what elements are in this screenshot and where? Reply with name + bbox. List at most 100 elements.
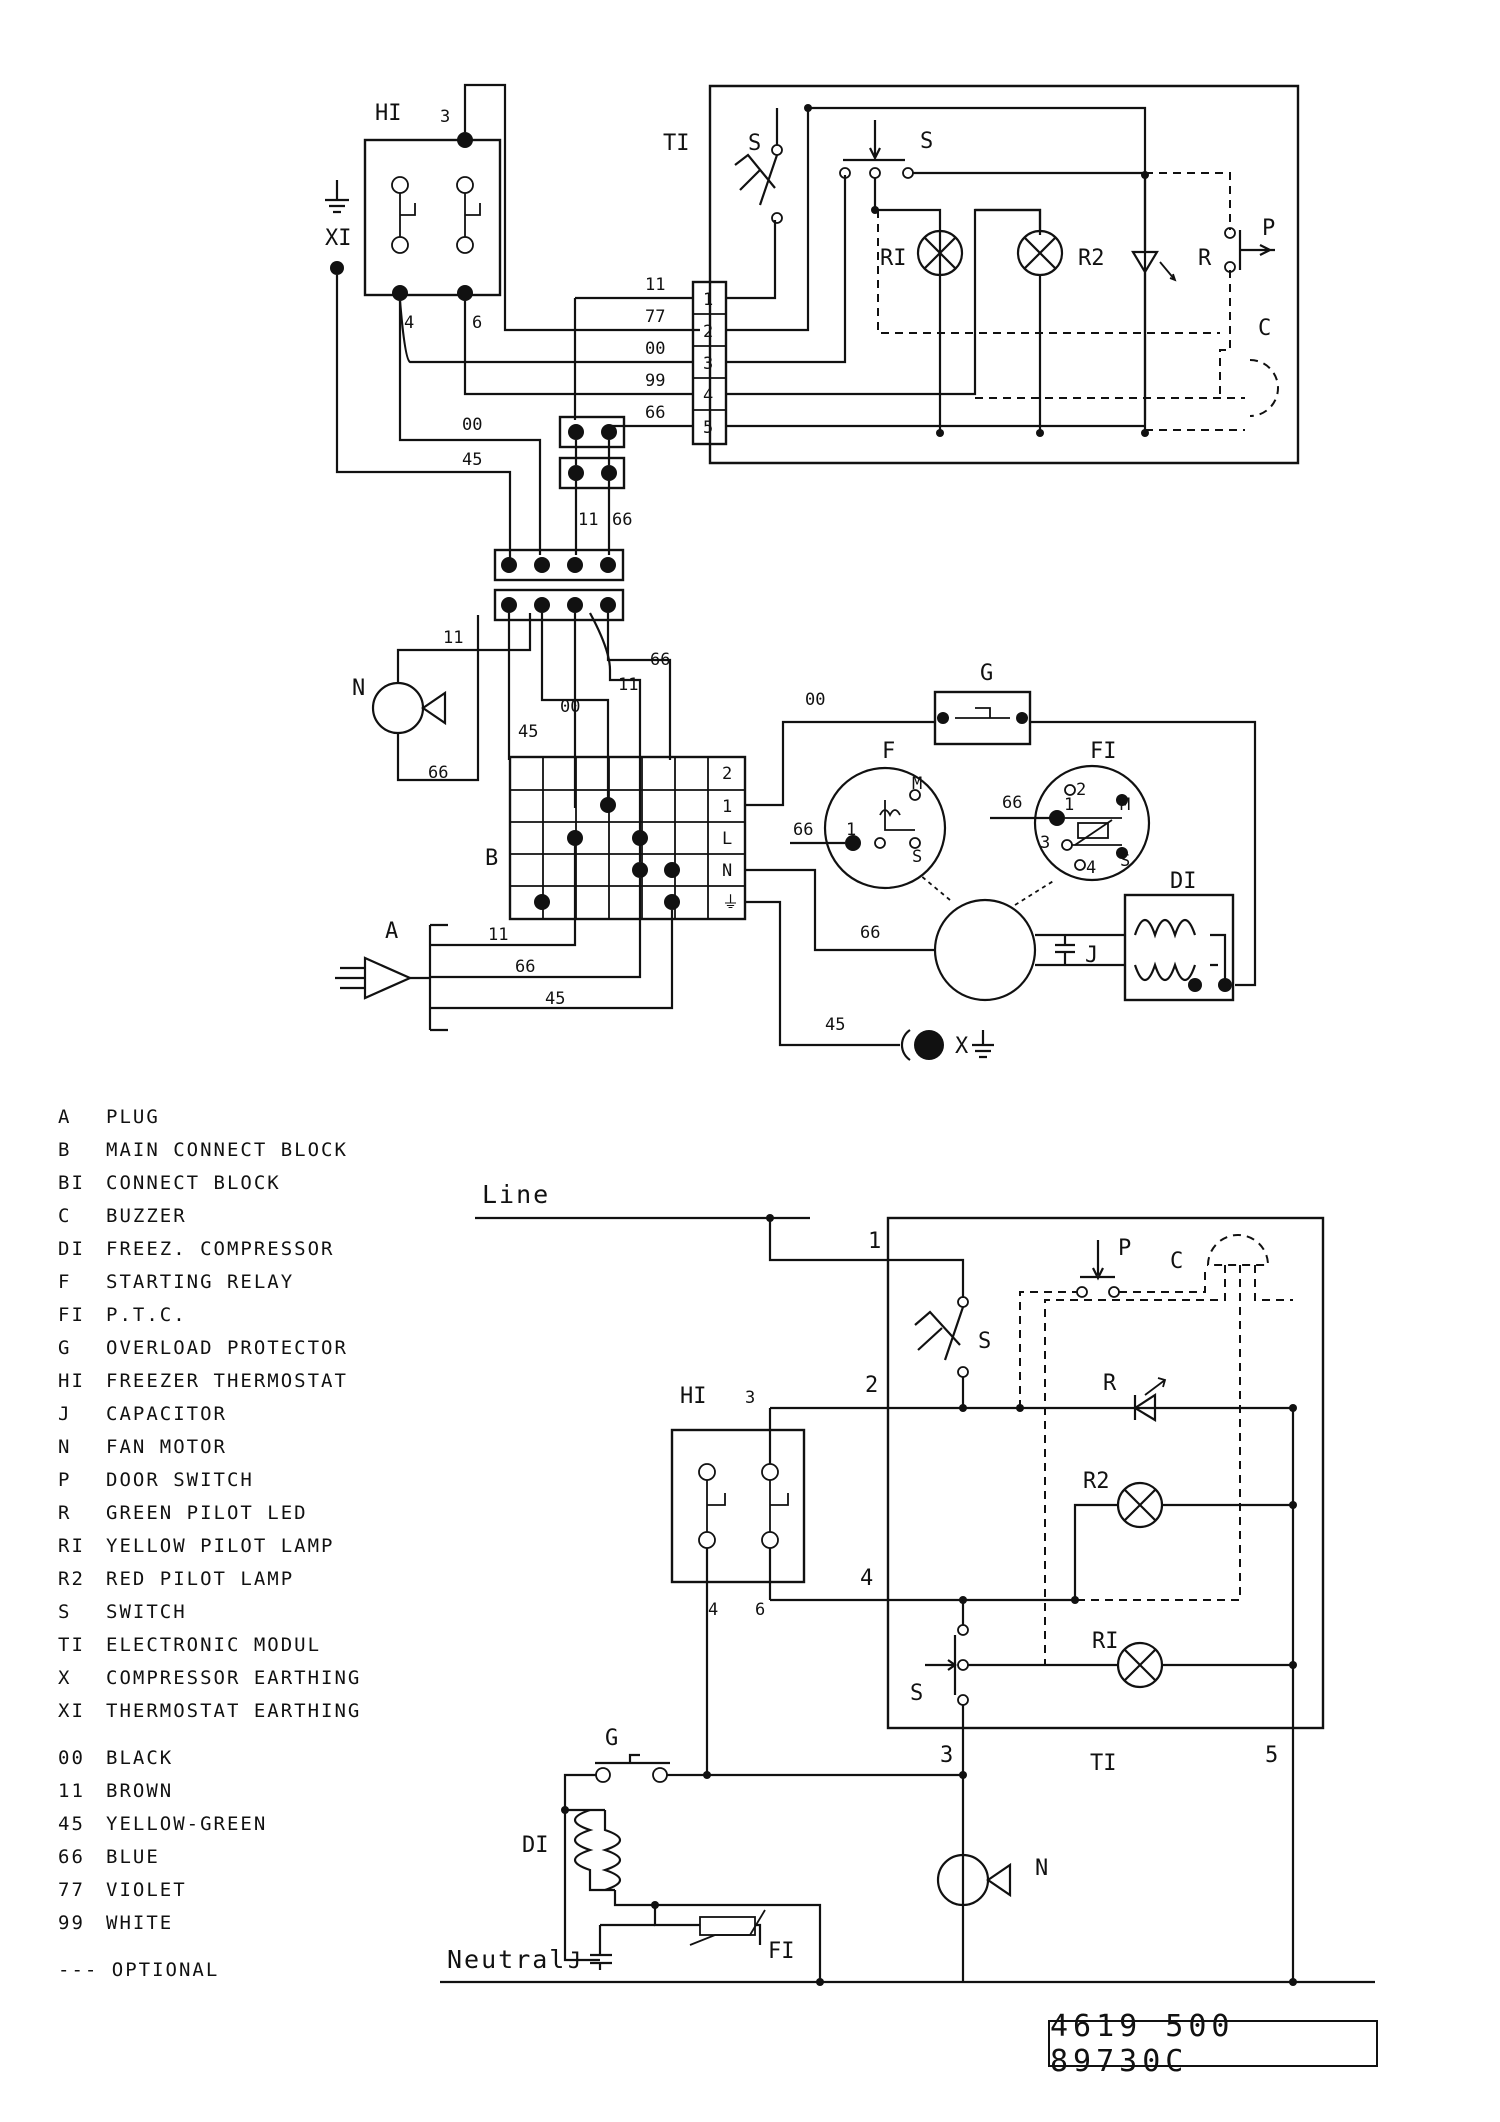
yellow-pilot-lamp-r1: RI [880,229,964,437]
t1-terminal-strip: 1 2 3 4 5 [693,290,726,438]
overload-protector-g-schematic: G [563,1726,680,1962]
svg-text:C: C [1170,1249,1183,1274]
legend-name: COMPRESSOR EARTHING [106,1666,362,1689]
legend-code: XI [58,1699,85,1722]
svg-text:99: 99 [645,371,665,391]
svg-text:00: 00 [805,690,825,710]
svg-text:11: 11 [645,275,665,295]
legend-name: YELLOW PILOT LAMP [106,1534,335,1557]
legend-name: FREEZER THERMOSTAT [106,1369,348,1392]
svg-text:1: 1 [722,797,732,817]
svg-text:S: S [978,1329,991,1354]
svg-text:45: 45 [825,1015,845,1035]
legend-name: GREEN PILOT LED [106,1501,308,1524]
svg-text:4: 4 [404,313,414,333]
svg-text:R2: R2 [1083,1469,1110,1494]
switch-s: S [734,104,812,224]
legend-code: A [58,1105,72,1128]
legend-code: B [58,1138,72,1161]
svg-text:45: 45 [518,722,538,742]
svg-text:R2: R2 [1078,246,1105,271]
freezer-thermostat-h1: HI 3 4 6 [363,83,700,333]
legend-code: P [58,1468,72,1491]
legend-code: R [58,1501,72,1524]
svg-text:G: G [605,1726,618,1751]
color-code: 11 [58,1779,85,1802]
legend-row: R GREEN PILOT LED [58,1496,388,1529]
svg-text:66: 66 [793,820,813,840]
svg-text:M: M [912,774,922,794]
svg-text:L: L [722,829,732,849]
svg-text:3: 3 [745,1388,755,1408]
color-name: BLACK [106,1746,174,1769]
svg-text:RI: RI [1092,1629,1119,1654]
starting-relay-f: F 1 M S 66 [790,739,947,890]
svg-text:G: G [980,661,993,686]
svg-text:1: 1 [868,1229,881,1254]
legend-name: STARTING RELAY [106,1270,295,1293]
legend-code: C [58,1204,72,1227]
svg-text:2: 2 [703,322,713,342]
svg-text:00: 00 [560,697,580,717]
capacitor-j-schematic: J [568,1923,655,1974]
svg-text:6: 6 [755,1600,765,1620]
legend-code: RI [58,1534,85,1557]
svg-text:11: 11 [618,675,638,695]
svg-text:P: P [1118,1236,1131,1261]
svg-text:X: X [955,1034,969,1059]
legend-name: MAIN CONNECT BLOCK [106,1138,348,1161]
legend-code: X [58,1666,72,1689]
svg-text:DI: DI [522,1833,549,1858]
svg-text:66: 66 [650,650,670,670]
legend-code: BI [58,1171,85,1194]
svg-text:3: 3 [703,354,713,374]
legend-name: FAN MOTOR [106,1435,227,1458]
green-pilot-led-r: R [1131,171,1212,437]
legend-name: P.T.C. [106,1303,187,1326]
buzzer-c-schematic: C [1044,1234,1293,1665]
color-code: 77 [58,1878,85,1901]
svg-text:6: 6 [472,313,482,333]
electronic-module-t1: TI 1 2 3 4 5 11 77 00 99 66 [398,84,1300,465]
plug-a: A 11 66 45 [335,846,674,1032]
legend-code: N [58,1435,72,1458]
svg-text:S: S [1120,851,1130,871]
svg-text:J: J [1085,943,1098,968]
color-code: 66 [58,1845,85,1868]
svg-text:C: C [1258,316,1271,341]
svg-text:45: 45 [462,450,482,470]
svg-text:00: 00 [645,339,665,359]
svg-text:S: S [912,847,922,867]
legend-code: FI [58,1303,85,1326]
legend-code: J [58,1402,72,1425]
legend-code: G [58,1336,72,1359]
svg-text:5: 5 [703,418,713,438]
selector-switch-s: S [839,120,1145,430]
svg-text:DI: DI [1170,869,1197,894]
svg-text:XI: XI [325,226,352,251]
fan-motor-n: N 11 66 [352,613,532,783]
svg-text:11: 11 [443,628,463,648]
svg-text:J: J [568,1949,581,1974]
svg-text:N: N [722,861,732,881]
svg-text:77: 77 [645,307,665,327]
document-number: 4619 500 89730C [1048,2009,1378,2079]
svg-text:N: N [352,676,365,701]
svg-text:2: 2 [865,1373,878,1398]
color-name: WHITE [106,1911,174,1934]
freezer-thermostat-h1-schematic: HI 3 4 6 [670,1384,806,1775]
svg-text:Line: Line [482,1180,550,1209]
